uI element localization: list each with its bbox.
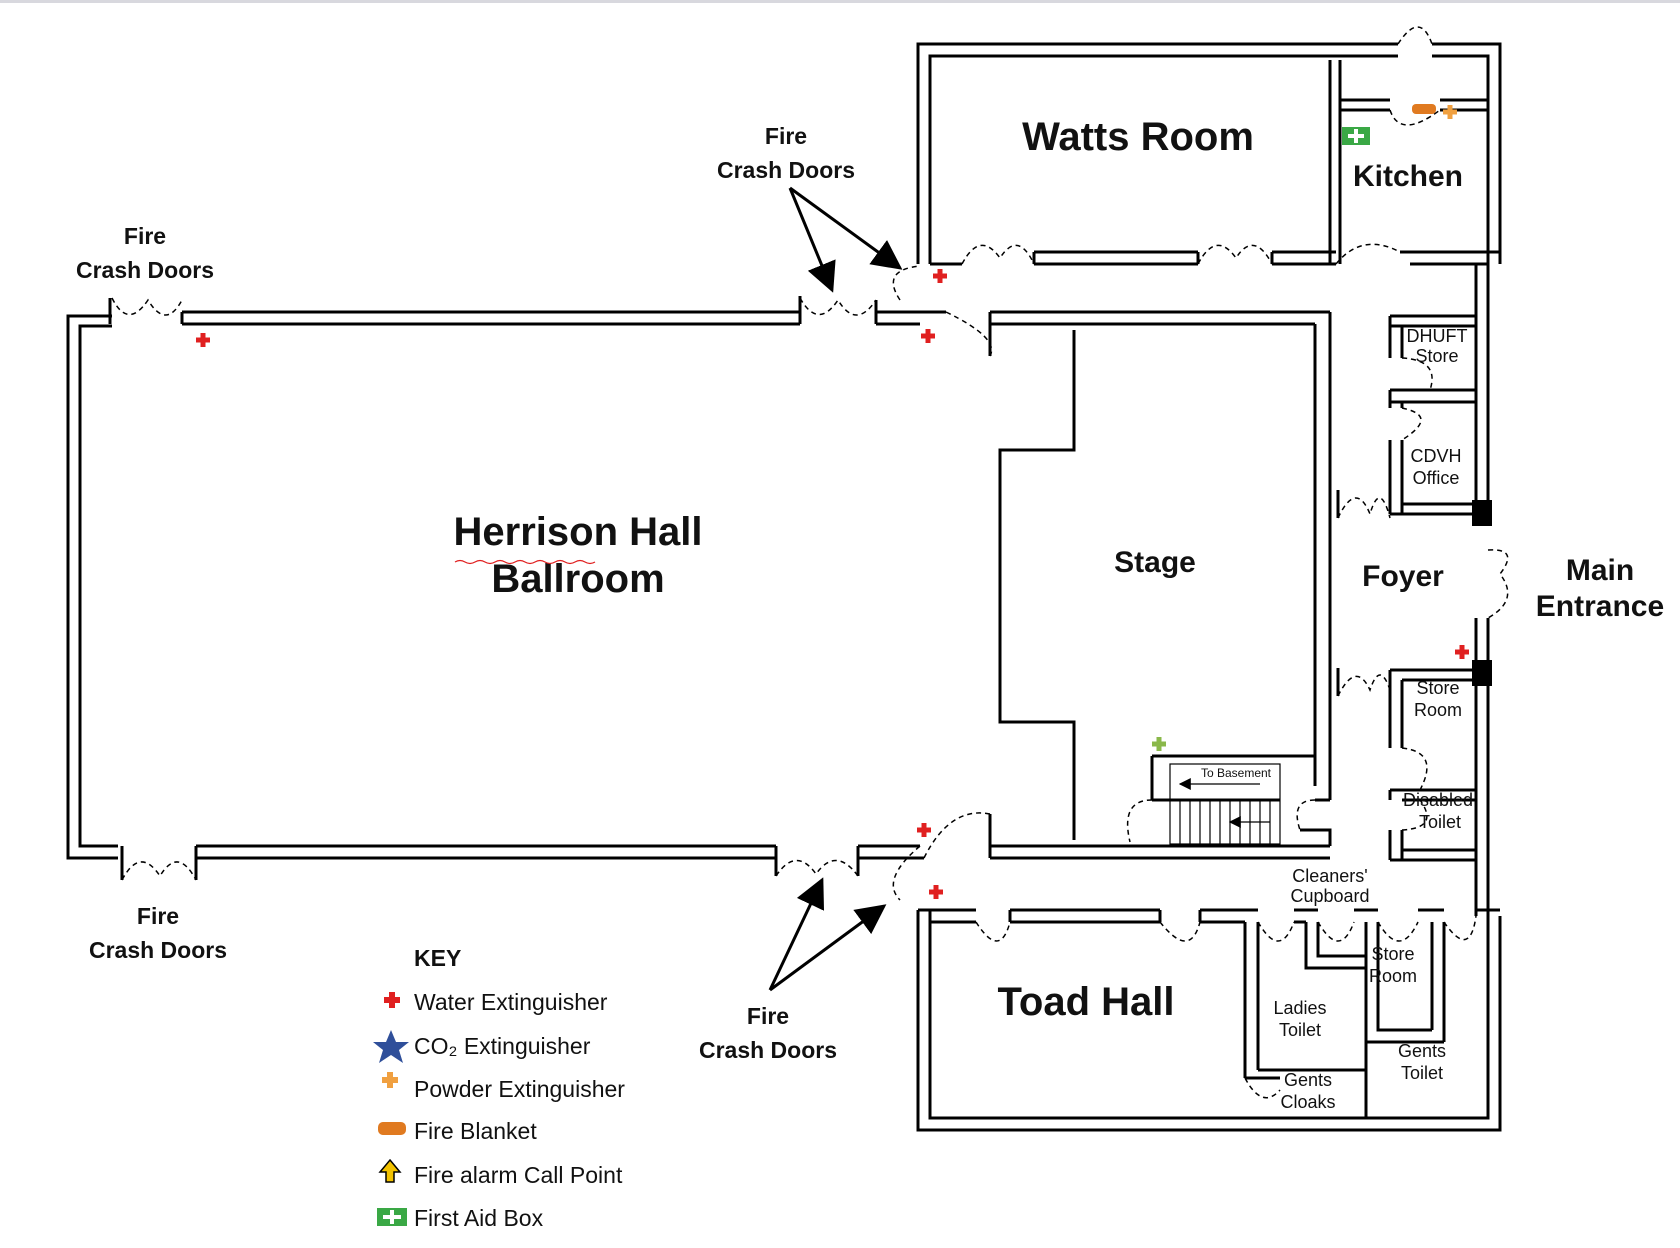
fire-label: Fire [124,223,166,249]
key-item-label: CO₂ Extinguisher [414,1033,591,1059]
store-room-right-line1: Store [1416,678,1459,698]
key-item-label: Water Extinguisher [414,989,608,1015]
water-extinguisher-icon [933,269,947,283]
disabled-toilet-line1: Disabled [1403,790,1473,810]
pointer-arrow [768,877,825,991]
gents-cloaks-line1: Gents [1284,1070,1332,1090]
basement-stairs [1169,763,1281,845]
basement-first-aid-marker-icon [1152,737,1166,751]
main-entrance-line1: Main [1566,554,1634,587]
crash-doors-label: Crash Doors [717,157,855,183]
fire-crash-doors-bottom-left: Fire Crash Doors [89,903,227,963]
ballroom-title-line1: Herrison Hall [454,510,703,554]
powder-extinguisher-icon [1443,105,1457,119]
ladies-toilet-line1: Ladies [1273,998,1326,1018]
fire-crash-doors-top-left: Fire Crash Doors [76,223,214,283]
water-extinguisher-icon [929,885,943,899]
water-extinguisher-icon [921,329,935,343]
walls [66,42,1502,1132]
crash-doors-label: Crash Doors [699,1037,837,1063]
disabled-toilet-line2: Toilet [1419,812,1461,832]
to-basement-label: To Basement [1201,766,1272,780]
gents-toilet-line2: Toilet [1401,1063,1443,1083]
entrance-post-bottom [1472,660,1492,686]
pointer-arrow [788,187,836,293]
key-item-label: Fire Blanket [414,1118,537,1144]
store-room-lower-line2: Room [1369,966,1417,986]
cdvh-label-line1: CDVH [1410,446,1461,466]
key-item-label: Fire alarm Call Point [414,1162,623,1188]
water-extinguisher-icon [196,333,210,347]
first-aid-box-icon [1342,127,1370,145]
door-swings [111,26,1509,1099]
cdvh-label-line2: Office [1413,468,1460,488]
co2-extinguisher-icon [373,1030,409,1063]
watts-room-label: Watts Room [1022,115,1254,159]
cleaners-cupboard-line1: Cleaners' [1292,866,1367,886]
store-room-lower-line1: Store [1371,944,1414,964]
cleaners-cupboard-line2: Cupboard [1290,886,1369,906]
key-item-label: First Aid Box [414,1205,544,1231]
key-title: KEY [414,945,461,971]
water-extinguisher-icon [1455,645,1469,659]
fire-crash-doors-top-center: Fire Crash Doors [717,123,903,293]
fire-blanket-icon [1412,104,1436,114]
fire-crash-doors-bottom-center: Fire Crash Doors [699,877,887,1063]
gents-cloaks-line2: Cloaks [1280,1092,1335,1112]
entrance-post-top [1472,500,1492,526]
fire-blanket-icon [378,1122,406,1135]
water-extinguisher-icon [384,992,400,1008]
spellcheck-underline [454,559,596,565]
toad-hall-label: Toad Hall [997,980,1174,1024]
crash-doors-label: Crash Doors [76,257,214,283]
store-room-right-line2: Room [1414,700,1462,720]
powder-extinguisher-icon [382,1072,398,1088]
water-extinguisher-icon [917,823,931,837]
gents-toilet-line1: Gents [1398,1041,1446,1061]
fire-label: Fire [137,903,179,929]
crash-doors-label: Crash Doors [89,937,227,963]
main-entrance-line2: Entrance [1536,590,1664,623]
foyer-label: Foyer [1362,560,1444,593]
ladies-toilet-line2: Toilet [1279,1020,1321,1040]
fire-alarm-call-point-icon [378,1158,402,1183]
dhuft-label-line1: DHUFT [1407,326,1468,346]
ballroom-title-line2: Ballroom [491,557,664,601]
key-item-label: Powder Extinguisher [414,1076,625,1102]
fire-label: Fire [747,1003,789,1029]
dhuft-label-line2: Store [1415,346,1458,366]
first-aid-box-icon [377,1208,407,1226]
pointer-arrow [789,186,903,270]
kitchen-label: Kitchen [1353,160,1463,193]
pointer-arrow [769,904,887,992]
fire-label: Fire [765,123,807,149]
stage-label: Stage [1114,546,1196,579]
top-border [0,0,1680,3]
key-legend: KEY Water Extinguisher CO₂ Extinguisher … [373,945,625,1231]
